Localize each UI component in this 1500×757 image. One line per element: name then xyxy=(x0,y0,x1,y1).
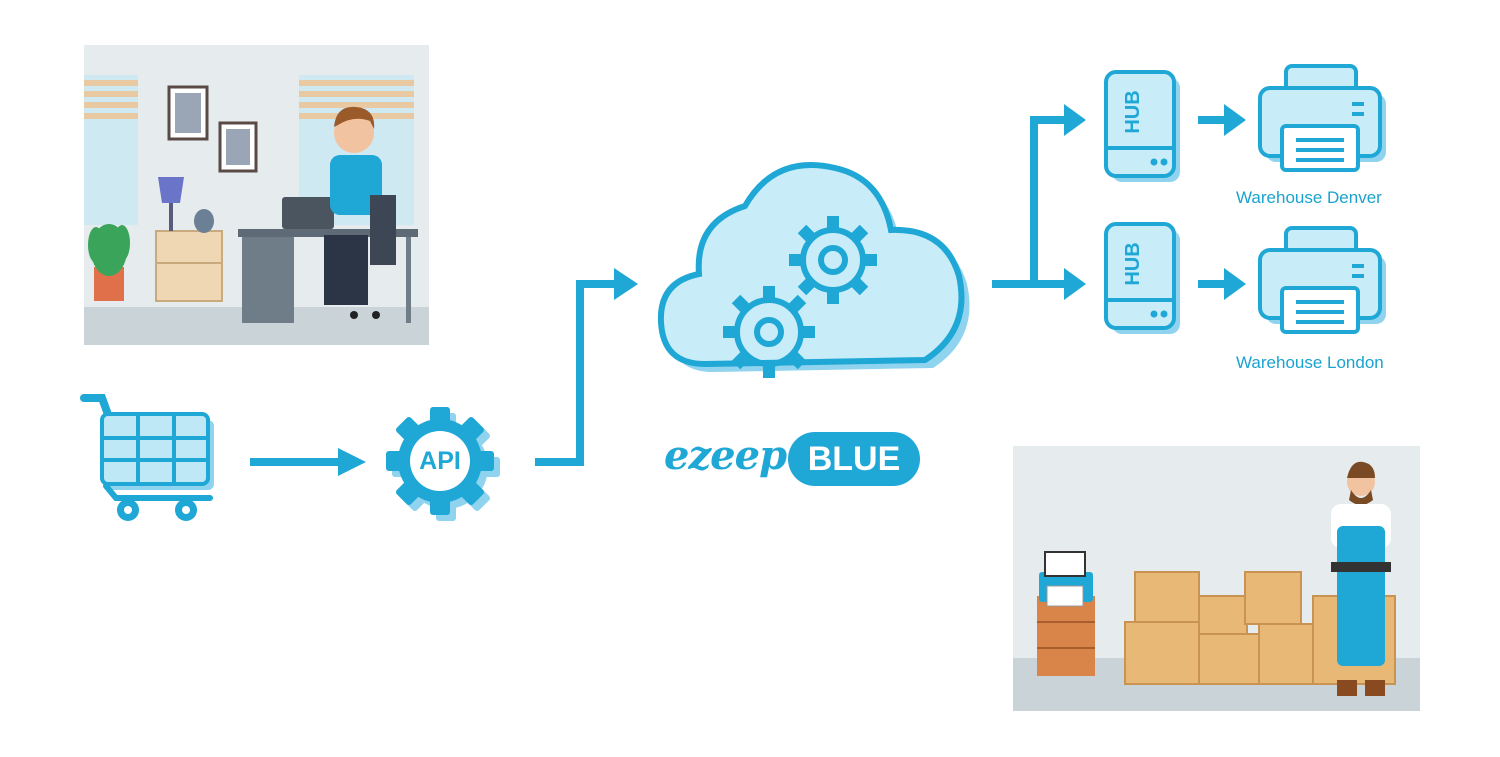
arrow-api-to-cloud xyxy=(535,280,616,466)
arrowhead-hub-top xyxy=(1064,104,1086,136)
warehouse-scene xyxy=(1013,446,1420,711)
hub-server-top: HUB xyxy=(1104,70,1184,186)
arrowhead-cloud xyxy=(614,268,638,300)
office-scene xyxy=(84,45,429,345)
hub-label-top: HUB xyxy=(1122,90,1144,134)
connector-branch-top xyxy=(1030,116,1066,284)
brand-badge: BLUE xyxy=(788,432,920,486)
api-gear-icon: API xyxy=(384,405,500,521)
printer-icon-top xyxy=(1256,60,1388,178)
printer-icon-bottom xyxy=(1256,222,1388,340)
cloud-gears-icon xyxy=(645,150,975,400)
warehouse-london-label: Warehouse London xyxy=(1236,353,1384,372)
ezeep-blue-logo: ezeep BLUE xyxy=(664,428,924,492)
hub-label-bottom: HUB xyxy=(1122,242,1144,286)
arrowhead-hub-bottom xyxy=(1064,268,1086,300)
hub-server-bottom: HUB xyxy=(1104,222,1184,338)
arrowhead-printer-top xyxy=(1224,104,1246,136)
arrowhead-api xyxy=(338,448,366,476)
brand-word: ezeep xyxy=(664,432,787,479)
warehouse-denver-label: Warehouse Denver xyxy=(1236,188,1382,207)
shopping-cart-icon xyxy=(76,390,226,530)
api-label: API xyxy=(419,447,461,475)
arrowhead-printer-bottom xyxy=(1224,268,1246,300)
